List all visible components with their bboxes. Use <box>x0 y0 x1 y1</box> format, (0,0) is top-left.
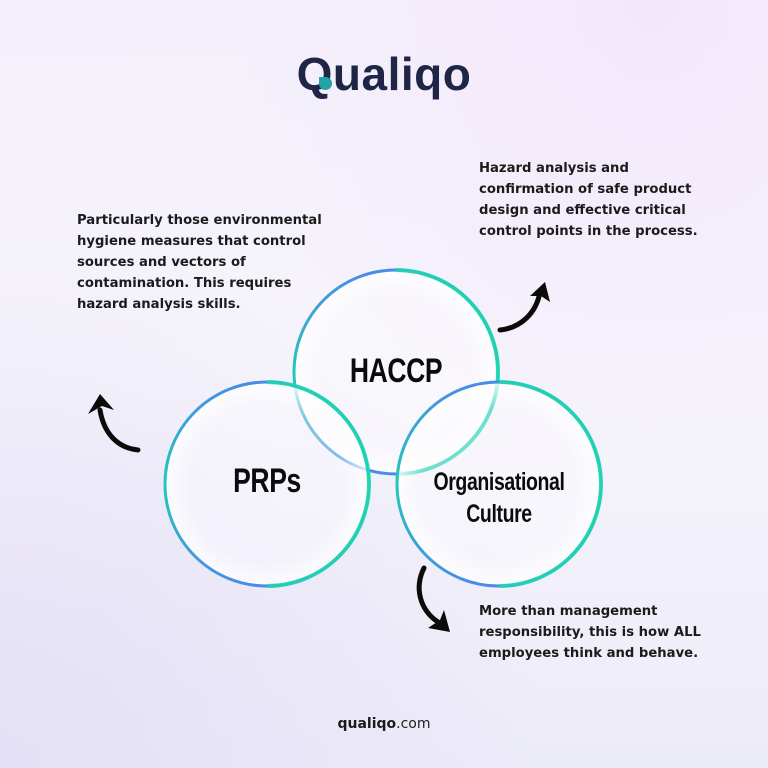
logo-wordmark: Qualiqo <box>297 47 472 101</box>
prps-label: PRPs <box>233 462 301 500</box>
culture-description: More than management responsibility, thi… <box>479 604 701 661</box>
culture-label: Organisational Culture <box>421 466 577 530</box>
arrow-down-right-icon <box>416 565 450 632</box>
circle-culture <box>395 380 603 588</box>
haccp-label: HACCP <box>349 352 443 390</box>
culture-label-line2: Culture <box>466 500 532 528</box>
arrow-up-right-icon <box>497 282 550 333</box>
logo-text: Qualiqo <box>296 48 472 100</box>
culture-label-line1: Organisational <box>433 468 565 496</box>
footer-domain-suffix: .com <box>396 716 431 732</box>
arrow-up-left-icon <box>88 394 141 453</box>
footer-domain-name: qualiqo <box>337 716 397 732</box>
footer-domain: qualiqo.com <box>0 716 768 732</box>
haccp-description: Hazard analysis and confirmation of safe… <box>479 161 698 239</box>
brand-logo: Qualiqo <box>0 44 768 104</box>
logo-drop-icon <box>318 77 332 90</box>
circle-prps <box>163 380 371 588</box>
prps-description: Particularly those environmental hygiene… <box>77 213 322 312</box>
